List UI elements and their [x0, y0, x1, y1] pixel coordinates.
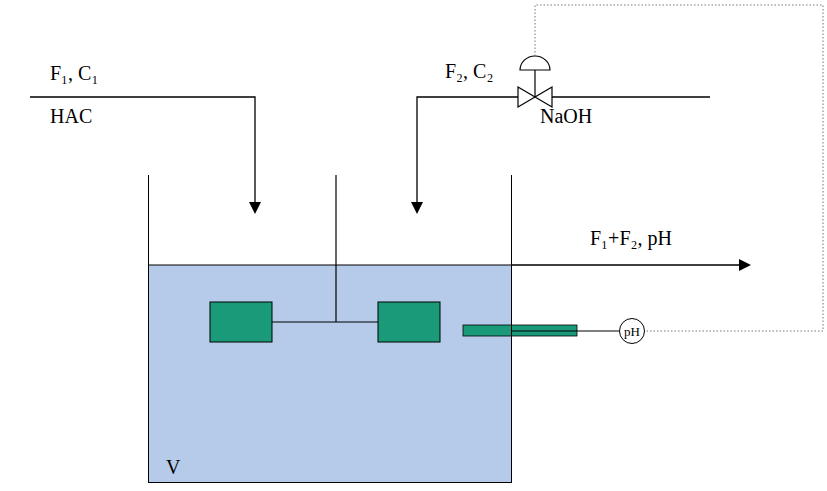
base-feed-line — [417, 97, 518, 203]
arrow-head — [411, 202, 423, 214]
tank-liquid — [148, 265, 512, 483]
valve-symbol — [518, 87, 535, 107]
stream-label: F₂, C₂ — [445, 60, 493, 82]
chemical-name: HAC — [50, 105, 92, 127]
ph-transmitter: pH — [619, 318, 645, 344]
signal-connector — [512, 331, 619, 332]
stream-label: F₁, C₁ — [50, 62, 98, 84]
stirrer-shaft — [335, 175, 336, 322]
node-text: V — [166, 456, 180, 478]
arrow-head — [249, 202, 261, 214]
node-text: pH — [624, 325, 640, 338]
impeller-blade — [378, 302, 440, 342]
chemical-name: NaOH — [540, 105, 592, 127]
valve-stem — [534, 70, 535, 97]
arrow-head — [739, 259, 751, 271]
stream-label: F₁+F₂, pH — [590, 227, 672, 249]
valve-symbol — [535, 87, 552, 107]
impeller-blade — [210, 302, 272, 342]
base-feed-line — [552, 96, 710, 97]
outlet-line — [512, 264, 740, 265]
valve-actuator — [520, 56, 550, 70]
liquid-level — [148, 265, 512, 266]
acid-feed-line — [30, 97, 255, 203]
mixing-tank: V — [148, 175, 512, 483]
control-signal-line — [535, 5, 823, 331]
